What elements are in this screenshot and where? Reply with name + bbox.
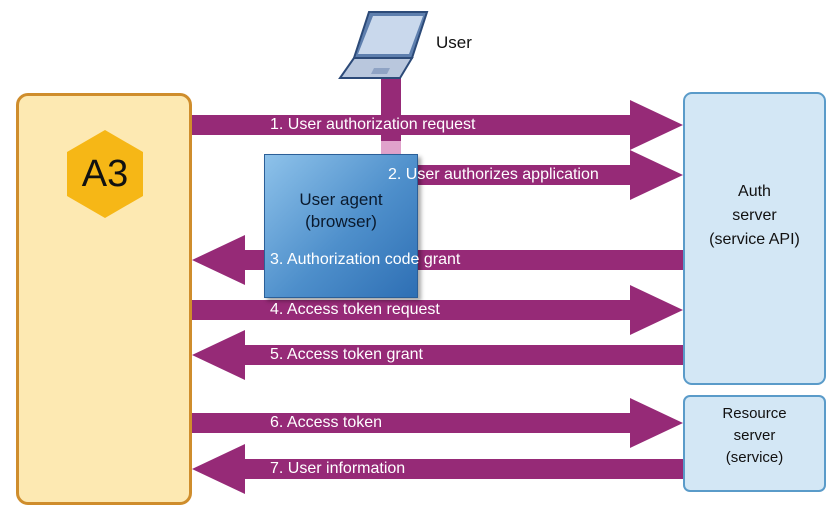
auth-server-box [683, 92, 826, 385]
arrow-step-4 [192, 285, 683, 335]
user-agent-label: User agent (browser) [299, 190, 383, 231]
laptop-icon [338, 11, 429, 79]
user-agent-box [264, 154, 418, 298]
step-label-1: 1. User authorization request [270, 116, 476, 133]
step-label-5: 5. Access token grant [270, 346, 423, 363]
resource-server-box [683, 395, 826, 492]
arrow-step-1 [192, 100, 683, 150]
step-label-7: 7. User information [270, 460, 406, 477]
arrow-step-3 [192, 235, 683, 285]
resource-server-label: Resource server (service) [722, 405, 787, 466]
arrow-step-6 [192, 398, 683, 448]
step-label-3: 3. Authorization code grant [270, 251, 461, 268]
user-label: User [436, 33, 472, 52]
auth-server-label: Auth server (service API) [709, 183, 800, 248]
arrow-step-2 [381, 150, 683, 200]
step-label-6: 6. Access token [270, 414, 383, 431]
step-label-4: 4. Access token request [270, 301, 440, 318]
a3-hexagon-badge [67, 130, 143, 218]
arrow-step-5 [192, 330, 683, 380]
client-label: A3 [81, 153, 129, 195]
connector-highlight [381, 141, 401, 155]
step-label-2: 2. User authorizes application [388, 166, 599, 183]
arrow-step-7 [192, 444, 683, 494]
